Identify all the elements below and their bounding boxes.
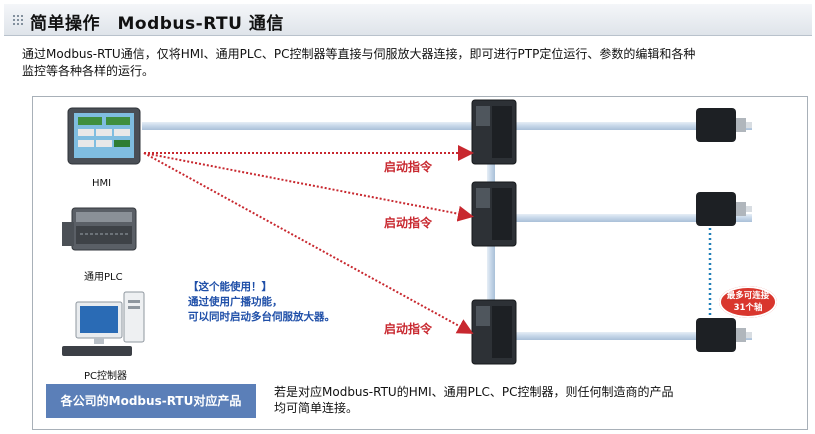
intro-paragraph: 通过Modbus-RTU通信，仅将HMI、通用PLC、PC控制器等直接与伺服放大… <box>22 46 802 80</box>
bottom-line-1: 若是对应Modbus-RTU的HMI、通用PLC、PC控制器，则任何制造商的产品 <box>274 385 674 399</box>
command-label-2: 启动指令 <box>384 216 433 230</box>
pc-label: PC控制器 <box>84 371 128 382</box>
servo-amplifier-2 <box>471 181 517 247</box>
command-label-1: 启动指令 <box>384 160 433 174</box>
grip-icon <box>12 14 24 26</box>
servo-amplifier-3 <box>471 299 517 365</box>
command-arrow-3 <box>143 152 474 334</box>
command-label-3: 启动指令 <box>384 322 433 336</box>
diagram-frame <box>32 96 808 430</box>
note-line-2: 通过使用广播功能， <box>188 296 283 308</box>
servo-amplifier-1 <box>471 99 517 165</box>
section-title: 简单操作 Modbus-RTU 通信 <box>30 14 284 34</box>
broadcast-note: 【这个能使用！】 通过使用广播功能， 可以同时启动多台伺服放大器。 <box>188 280 388 325</box>
bottom-line-2: 均可简单连接。 <box>274 401 359 415</box>
command-arrow-2 <box>143 152 474 222</box>
servo-motor-2 <box>696 192 752 226</box>
badge-line-1: 最多可连接 <box>726 291 770 301</box>
company-products-banner: 各公司的Modbus-RTU对应产品 <box>46 384 256 418</box>
intro-line-2: 监控等各种各样的运行。 <box>22 64 155 78</box>
cable-top <box>142 122 752 130</box>
hmi-device <box>67 107 141 165</box>
plc-label: 通用PLC <box>84 272 123 283</box>
hmi-label: HMI <box>92 178 112 189</box>
plc-device <box>62 207 137 251</box>
intro-line-1: 通过Modbus-RTU通信，仅将HMI、通用PLC、PC控制器等直接与伺服放大… <box>22 47 696 61</box>
note-line-3: 可以同时启动多台伺服放大器。 <box>188 311 335 323</box>
cable-mid <box>498 214 752 222</box>
badge-line-2: 31个轴 <box>733 303 763 313</box>
connection-diagram <box>62 99 752 365</box>
servo-motor-1 <box>696 108 752 142</box>
compatibility-note: 若是对应Modbus-RTU的HMI、通用PLC、PC控制器，则任何制造商的产品… <box>274 384 754 416</box>
pc-device <box>62 291 145 356</box>
note-line-1: 【这个能使用！】 <box>188 281 272 293</box>
cable-vertical-lower <box>487 246 495 306</box>
max-axes-badge: 最多可连接 31个轴 <box>719 286 777 318</box>
servo-motor-3 <box>696 318 752 352</box>
section-header: 简单操作 Modbus-RTU 通信 <box>4 4 812 36</box>
cable-bottom <box>498 332 752 340</box>
